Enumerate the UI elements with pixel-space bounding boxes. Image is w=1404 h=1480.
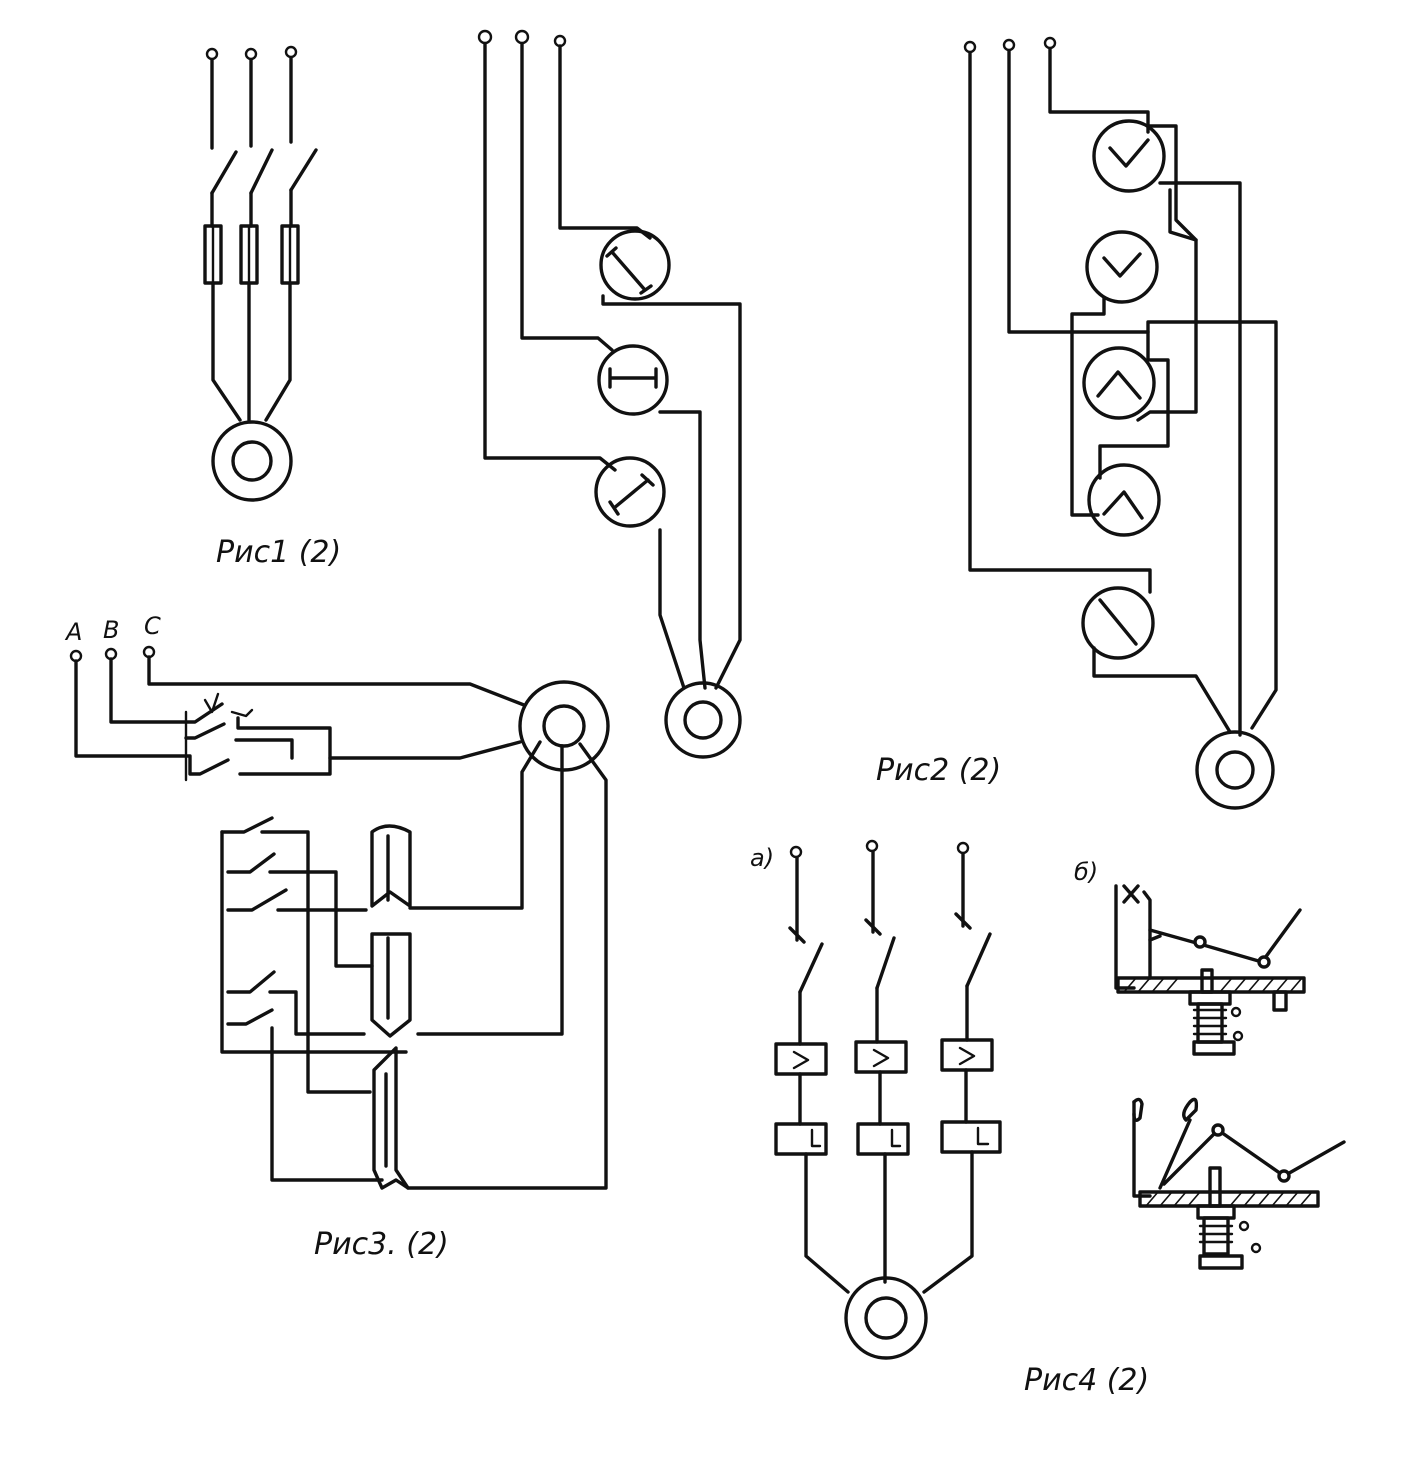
phase-label-b: B [103,616,119,644]
fig2b-relay-3 [1082,346,1156,420]
figure-2-fuse-sequence-b [963,36,1278,810]
fig2a-relay-1 [599,229,671,301]
fig2b-relay-4 [1087,463,1161,537]
fig4a-overcurrent-elements [774,1038,994,1076]
figure-4a-thermal-relay-circuit: а) [750,839,1002,1360]
fig3-phase-labels: A B C [64,612,161,646]
fig4a-contactor-switches [798,932,992,994]
figure-3-star-delta-circuit: A B C [64,612,610,1190]
fig2a-relay-3 [594,456,666,528]
fig3-star-delta-switch [220,816,408,1182]
fig3-stator-windings [370,824,412,1190]
fig2a-relay-2 [597,344,669,416]
figure-4b-relay-mechanism: б) [1074,858,1346,1270]
fig3-main-switch [74,655,526,782]
fig2b-relay-2 [1085,230,1159,304]
figure-2-fuse-sequence-a [477,29,742,759]
phase-label-c: C [144,612,161,640]
fig4a-fuse-marks [788,912,972,944]
caption-fig4: Рис4 (2) [1024,1363,1149,1398]
fig1-motor-symbol [211,420,293,502]
fig2a-motor-symbol [664,681,742,759]
fig4b-hatching-top [1123,977,1303,993]
fig2b-motor-symbol [1195,730,1275,810]
figure-1-direct-start-circuit [203,45,318,502]
caption-fig2: Рис2 (2) [876,753,1001,788]
fig1-supply-terminals [205,45,298,61]
fig4a-motor-symbol [844,1276,928,1360]
fig2b-relay-5 [1081,586,1155,660]
fig4a-thermal-elements [774,1120,1002,1156]
fig3-motor-symbol [518,680,610,772]
fig2b-relay-1 [1092,119,1166,193]
fig4b-relay-top [1114,884,1306,1056]
fig1-fuses [203,224,300,285]
caption-fig3: Рис3. (2) [314,1227,449,1262]
fig4a-supply-terminals [789,839,970,859]
subfigure-label-a: а) [750,844,774,872]
fig4b-relay-bottom [1132,1097,1346,1270]
fig4b-hatching-bottom [1145,1191,1313,1207]
caption-fig1: Рис1 (2) [216,535,341,570]
phase-label-a: A [64,618,82,646]
subfigure-label-b: б) [1074,858,1098,886]
fig1-knife-switch [210,148,318,195]
